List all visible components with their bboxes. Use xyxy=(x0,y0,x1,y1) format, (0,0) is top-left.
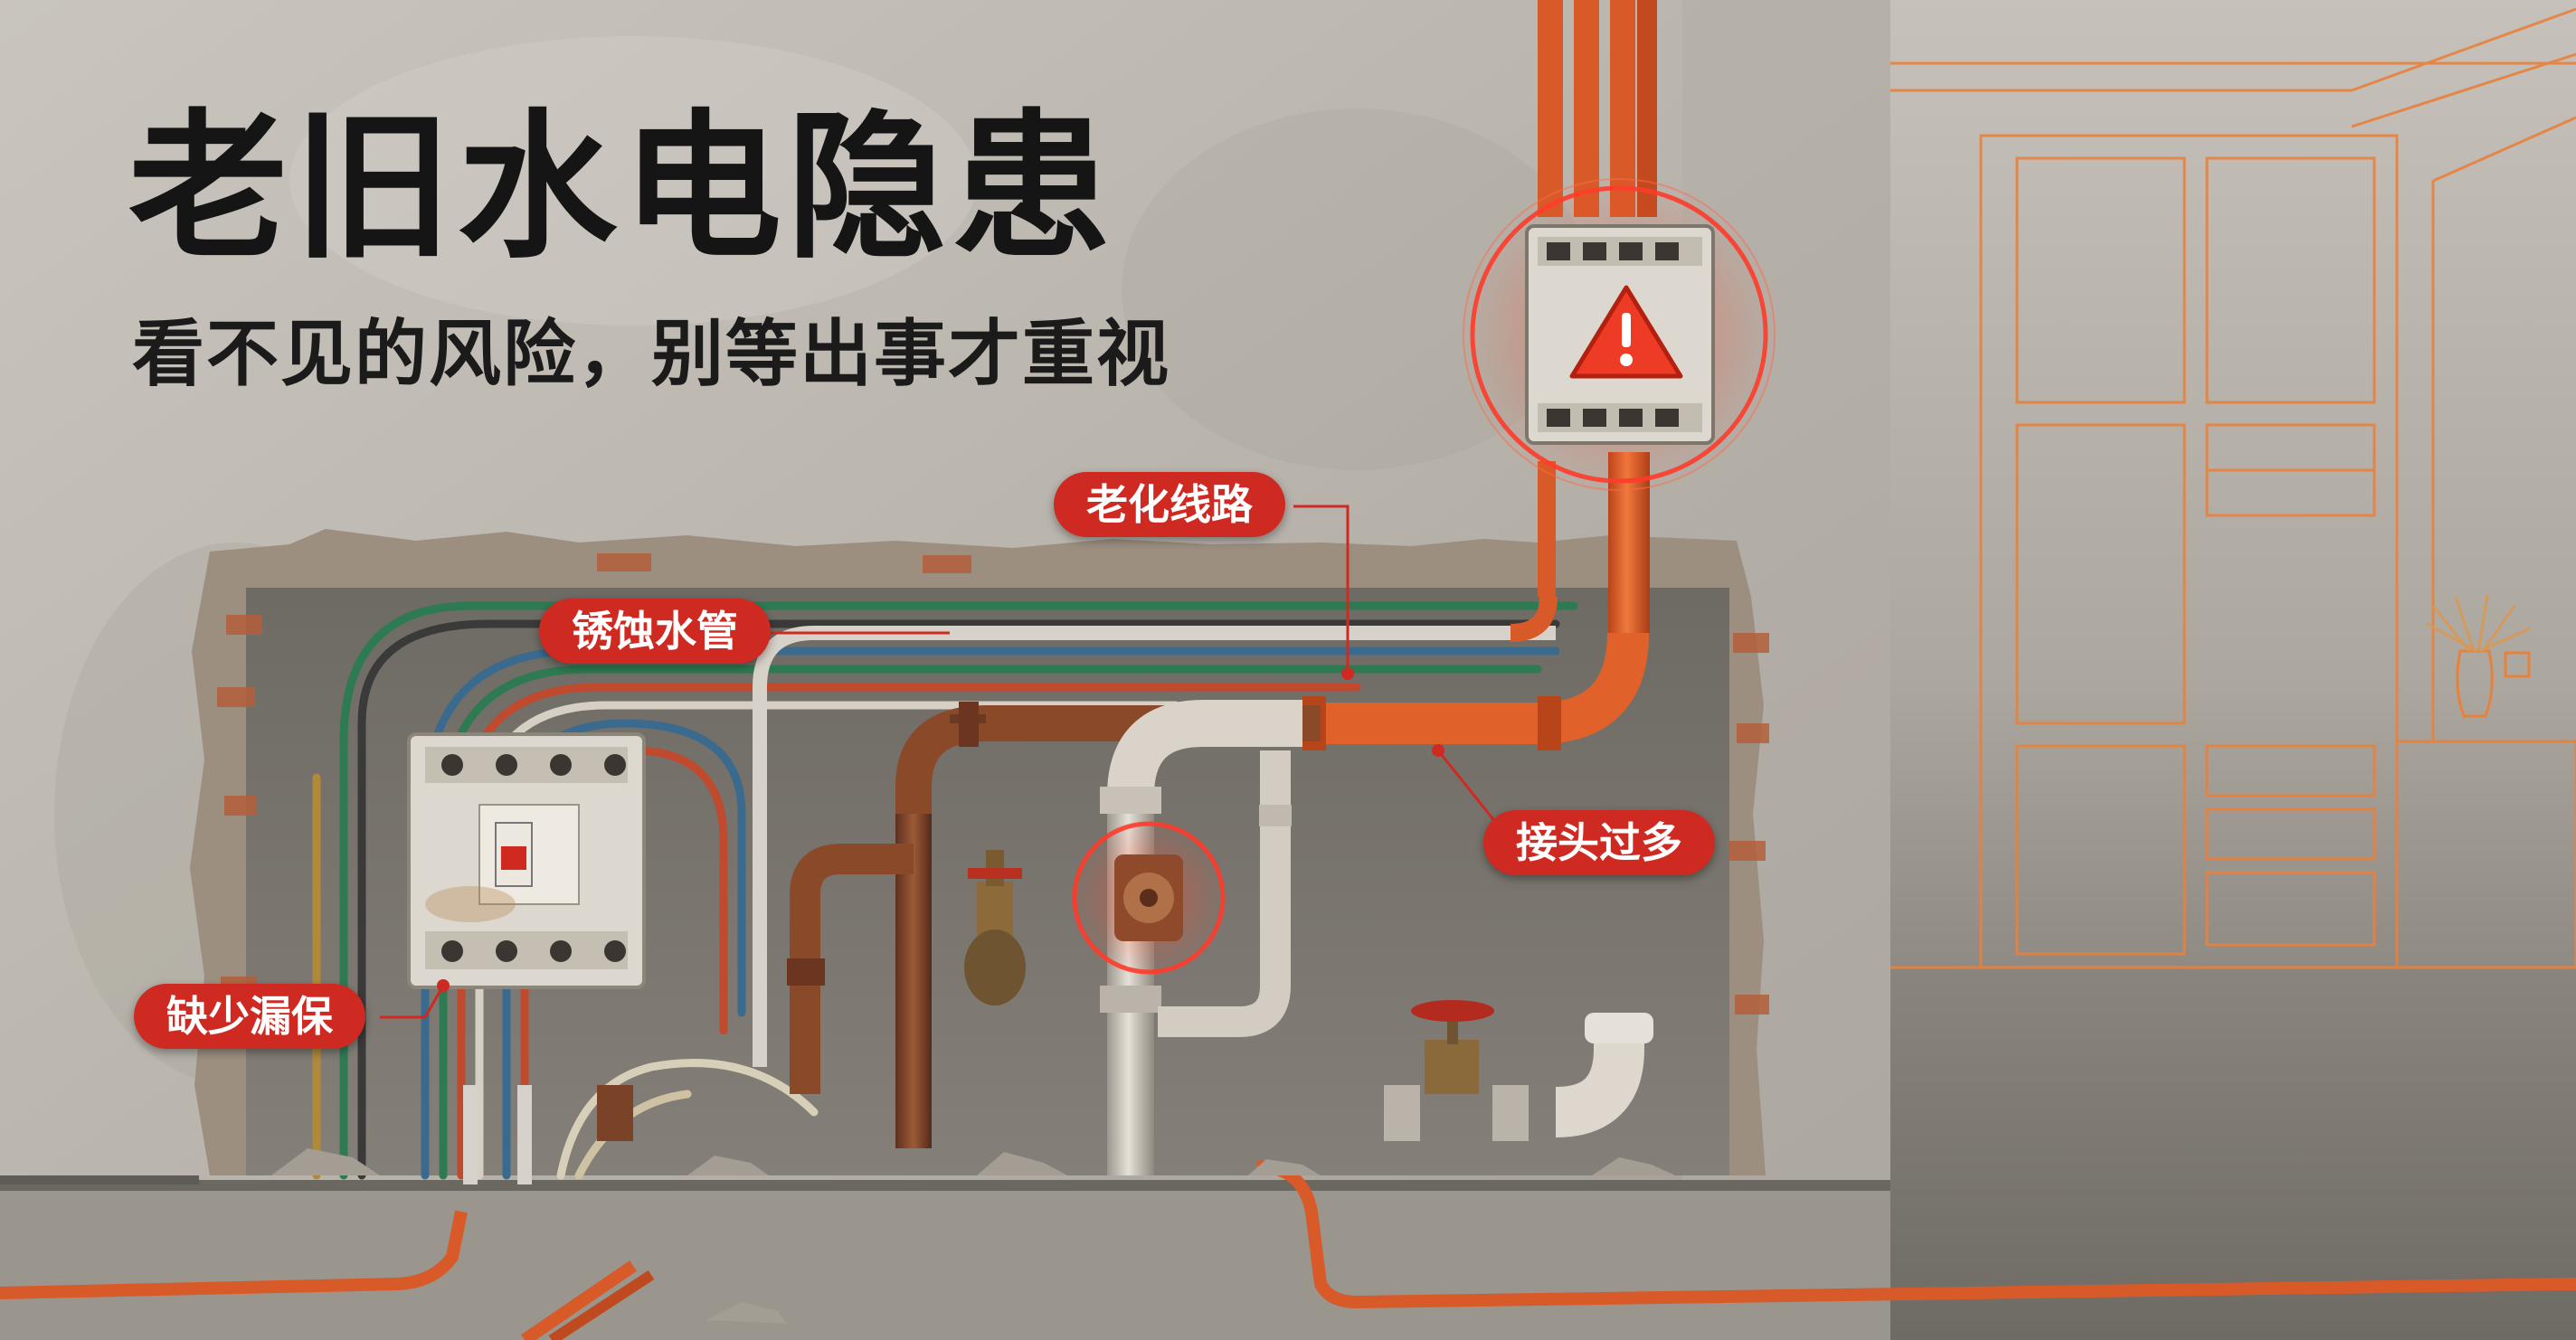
rusty-pipes xyxy=(597,702,1321,1148)
page-title: 老旧水电隐患 xyxy=(128,95,1117,280)
renovated-room xyxy=(1890,0,2576,967)
floor xyxy=(0,1184,1890,1340)
cabinet-blueprint xyxy=(1890,7,2576,969)
room-floor xyxy=(1890,967,2576,1340)
page-subtitle: 看不见的风险，别等出事才重视 xyxy=(132,312,1170,396)
warning-triangle-icon xyxy=(1569,285,1683,379)
pvc-pipes xyxy=(941,700,1653,1175)
callout-aging-wiring: 老化线路 xyxy=(1054,472,1285,537)
upper-breaker-box xyxy=(1525,224,1715,445)
callout-missing-leakage-protection: 缺少漏保 xyxy=(134,984,365,1049)
rubble xyxy=(271,1148,1675,1324)
rusty-valve xyxy=(1114,854,1183,941)
left-breaker-box xyxy=(407,732,646,989)
exposed-bricks xyxy=(217,553,1769,1014)
callout-rusty-pipes: 锈蚀水管 xyxy=(539,599,771,664)
vase-decor xyxy=(2426,594,2531,718)
callout-too-many-joints: 接头过多 xyxy=(1483,810,1715,875)
